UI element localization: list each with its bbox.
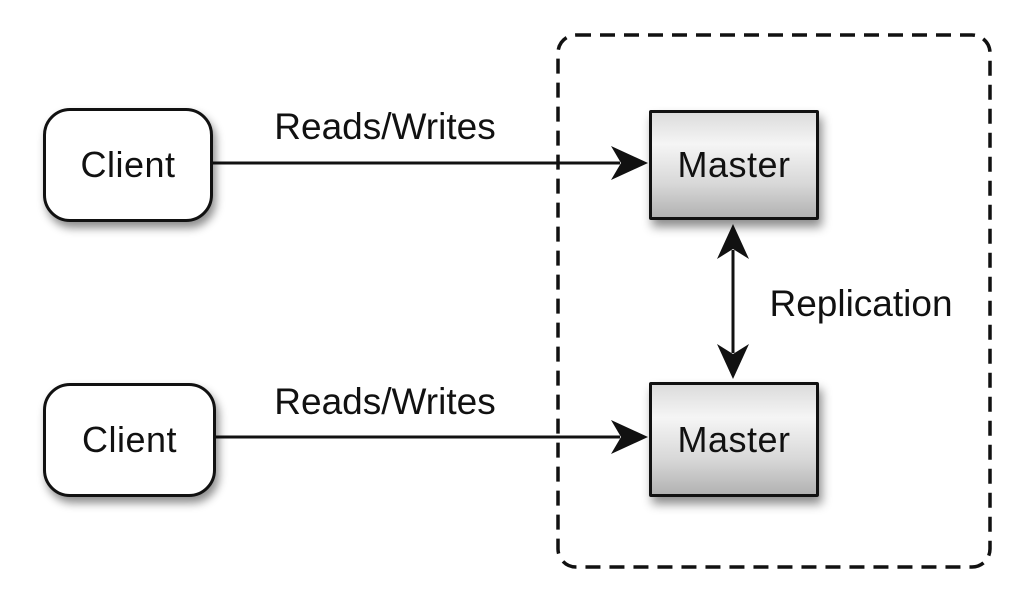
client-node-bottom: Client [43, 383, 216, 497]
reads-writes-arrow-top [213, 146, 648, 180]
arrowhead-right-icon [611, 420, 648, 454]
arrowhead-up-icon [717, 224, 749, 259]
reads-writes-label-bottom: Reads/Writes [274, 381, 496, 422]
replication-arrow [717, 224, 749, 379]
reads-writes-arrow-bottom [216, 420, 648, 454]
arrowhead-right-icon [611, 146, 648, 180]
master-node-bottom-label: Master [677, 418, 791, 460]
reads-writes-label-top: Reads/Writes [274, 106, 496, 147]
master-node-top: Master [649, 110, 819, 220]
client-node-bottom-label: Client [81, 419, 178, 460]
client-node-top-label: Client [80, 144, 176, 185]
replication-cluster-dashed-border [556, 33, 992, 569]
master-node-top-label: Master [677, 144, 791, 185]
client-node-top: Client [43, 108, 213, 222]
replication-label: Replication [769, 283, 953, 324]
master-node-bottom: Master [649, 382, 819, 497]
arrowhead-down-icon [717, 344, 749, 379]
